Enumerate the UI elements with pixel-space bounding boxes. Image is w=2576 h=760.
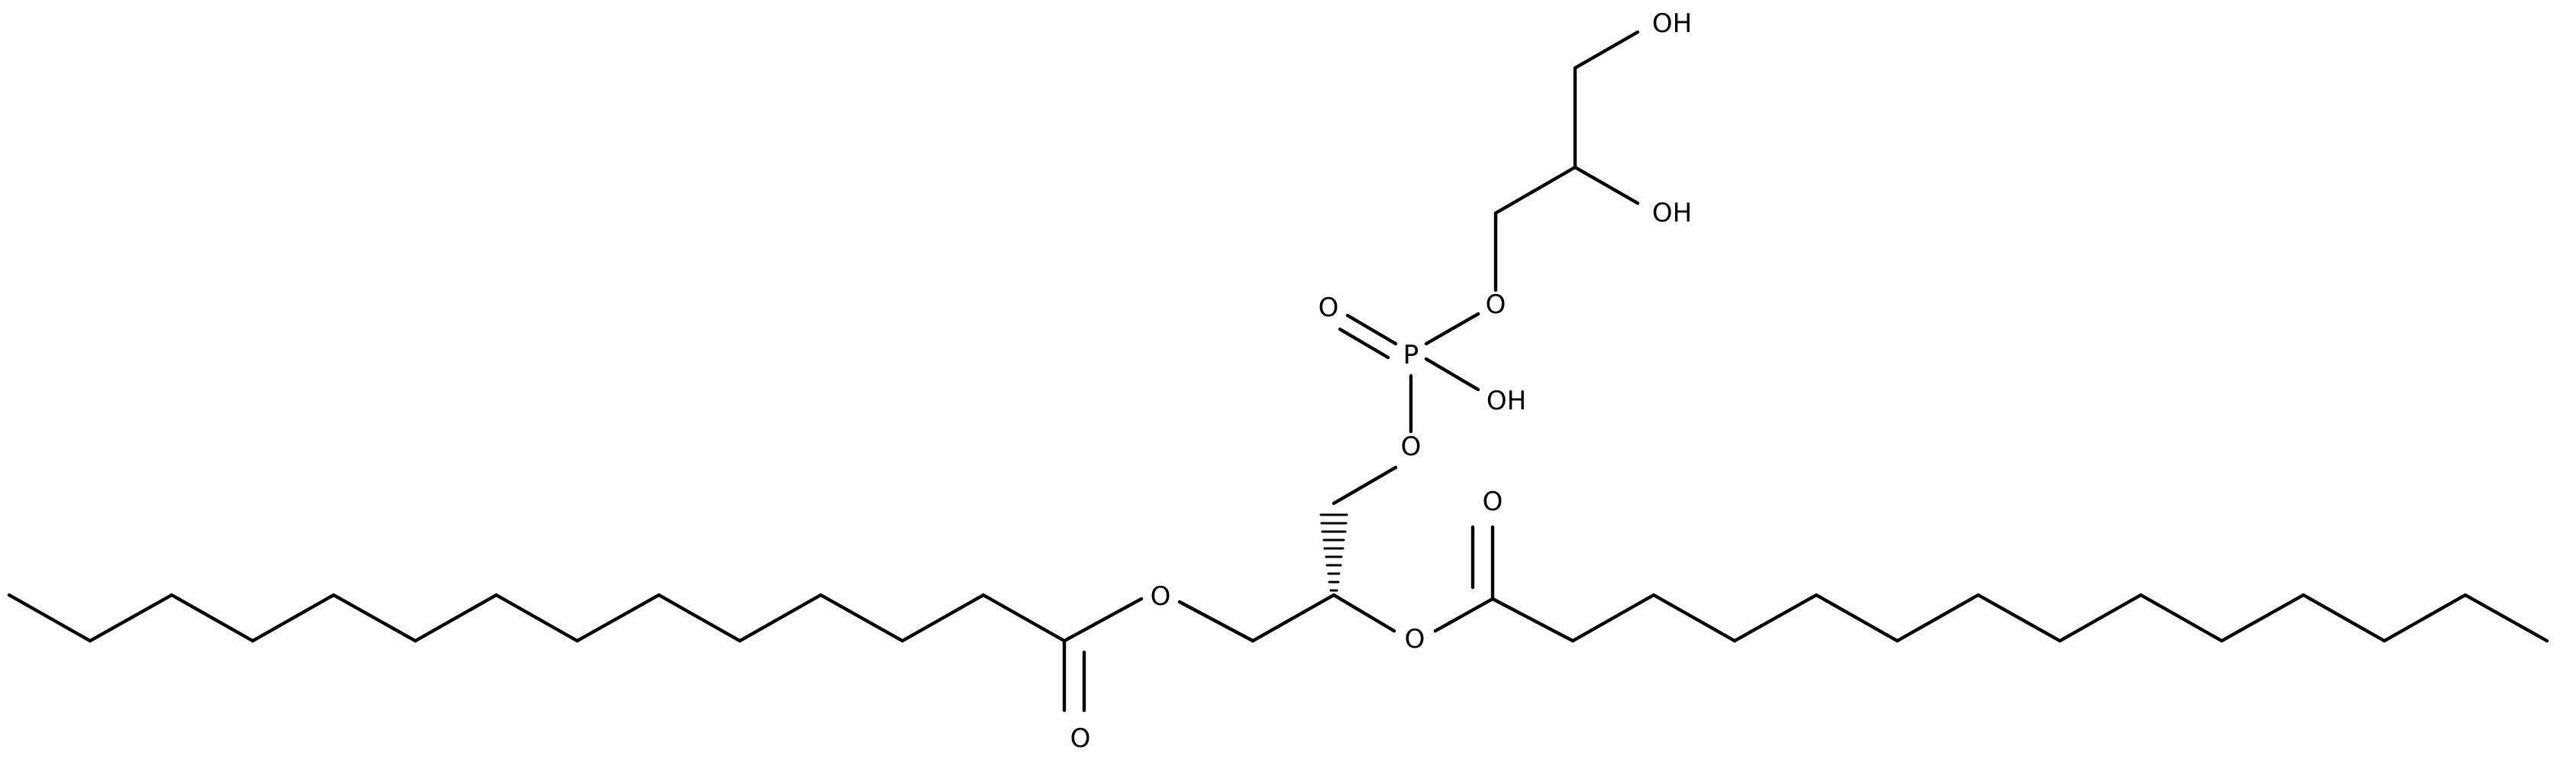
ester-o-to-ch2: [1177, 600, 1255, 643]
atom-labels: O O O O O P O OH O OH OH: [1070, 8, 1693, 754]
hashed-wedge: [1319, 513, 1348, 592]
p-to-o-double-1: [1345, 313, 1398, 346]
glycerol-backbone: [1177, 465, 1398, 643]
label-o-carbonyl-right: O: [1483, 487, 1503, 517]
label-p: P: [1403, 340, 1419, 370]
ch2-to-phosphate-o: [1332, 465, 1398, 506]
label-o-phosphate-lower: O: [1401, 432, 1422, 462]
label-oh-phosphate: OH: [1487, 386, 1526, 416]
p-to-oh: [1424, 357, 1480, 392]
label-o-phosphate-upper: O: [1486, 289, 1506, 320]
label-o-phosphoryl: O: [1319, 293, 1339, 323]
ch2-to-stereocenter: [1251, 593, 1336, 643]
right-acyl-chain: [1433, 525, 2549, 643]
right-chain-bonds: [1490, 593, 2549, 643]
p-to-o-double-2: [1338, 327, 1390, 360]
label-oh-primary: OH: [1652, 8, 1692, 39]
label-o-carbonyl-left: O: [1070, 723, 1091, 754]
left-ester-bond: [1062, 597, 1144, 643]
right-ester-bond: [1433, 597, 1495, 633]
ch2-to-choh: [1493, 165, 1577, 215]
stereocenter-to-ester-o: [1332, 593, 1396, 633]
choh-to-oh: [1573, 165, 1640, 205]
left-acyl-chain: [7, 593, 1144, 713]
label-o-ester-left: O: [1151, 581, 1171, 612]
left-chain-bonds: [7, 593, 1067, 643]
label-o-ester-right: O: [1405, 624, 1425, 655]
phosphate-group: [1338, 312, 1480, 434]
label-oh-secondary: OH: [1652, 198, 1692, 228]
p-to-upper-o: [1424, 312, 1480, 346]
glycerol-headgroup: [1493, 30, 1640, 293]
ch2-to-primary-oh: [1573, 30, 1640, 70]
